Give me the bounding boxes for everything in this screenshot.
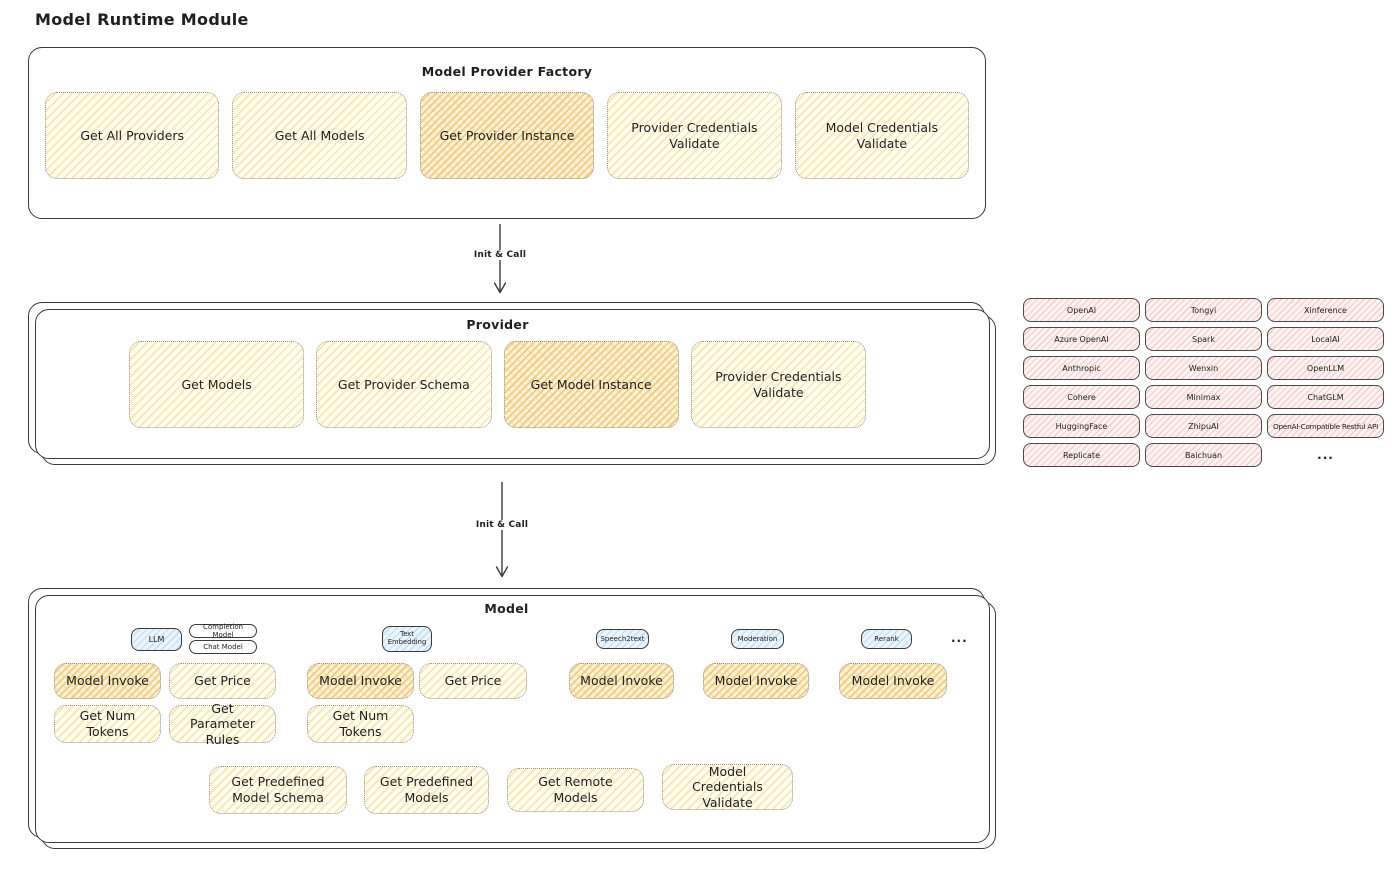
model-box-get-num-tokens-text-embedding: Get Num Tokens <box>307 705 414 743</box>
model-box-get-num-tokens-llm: Get Num Tokens <box>54 705 161 743</box>
model-tag-moderation: Moderation <box>731 629 784 649</box>
arrow-label-init-call: Init & Call <box>471 520 533 530</box>
provider-chip-openai: OpenAI <box>1023 298 1140 322</box>
provider-chip-azure-openai: Azure OpenAI <box>1023 327 1140 351</box>
model-box-model-invoke-text-embedding: Model Invoke <box>307 663 414 699</box>
provider-chip-minimax: Minimax <box>1145 385 1262 409</box>
factory-title: Model Provider Factory <box>421 64 593 79</box>
provider-chip-baichuan: Baichuan <box>1145 443 1262 467</box>
model-box-model-credentials-validate: Model Credentials Validate <box>662 764 793 810</box>
provider-chip-openllm: OpenLLM <box>1267 356 1384 380</box>
model-panel: Model LLM Completion Model Chat Model Te… <box>28 588 996 849</box>
model-tag-speech2text: Speech2text <box>596 629 649 649</box>
factory-panel: Model Provider Factory Get All Providers… <box>28 47 986 219</box>
arrow-provider-to-model: Init & Call <box>471 482 533 578</box>
provider-item-get-model-instance: Get Model Instance <box>503 341 679 428</box>
provider-item-provider-credentials-validate: Provider Credentials Validate <box>690 341 866 428</box>
diagram-title: Model Runtime Module <box>35 10 249 29</box>
model-box-model-invoke-llm: Model Invoke <box>54 663 161 699</box>
model-tags-more: ... <box>951 631 968 645</box>
model-box-get-price-llm: Get Price <box>169 663 276 699</box>
arrow-factory-to-provider: Init & Call <box>469 224 531 294</box>
factory-item-get-provider-instance: Get Provider Instance <box>419 92 595 179</box>
provider-chip-xinference: Xinference <box>1267 298 1384 322</box>
provider-title: Provider <box>466 317 529 332</box>
model-tag-completion-model: Completion Model <box>189 623 257 639</box>
model-box-get-remote-models: Get Remote Models <box>507 768 644 812</box>
provider-item-get-provider-schema: Get Provider Schema <box>316 341 492 428</box>
factory-item-provider-credentials-validate: Provider Credentials Validate <box>607 92 782 179</box>
factory-item-model-credentials-validate: Model Credentials Validate <box>794 92 970 179</box>
model-title: Model <box>484 601 529 616</box>
provider-chip-spark: Spark <box>1145 327 1262 351</box>
model-box-get-predefined-model-schema: Get Predefined Model Schema <box>209 766 347 814</box>
provider-chip-openai-compatible: OpenAI-Compatible Restful API <box>1267 414 1384 438</box>
provider-item-get-models: Get Models <box>129 341 305 428</box>
arrow-label-init-call: Init & Call <box>469 250 531 260</box>
provider-list: OpenAI Tongyi Xinference Azure OpenAI Sp… <box>1023 298 1384 467</box>
model-tag-text-embedding: Text Embedding <box>382 626 432 652</box>
provider-chip-anthropic: Anthropic <box>1023 356 1140 380</box>
provider-list-more: ... <box>1317 448 1334 462</box>
model-tag-llm: LLM <box>131 628 182 651</box>
provider-chip-huggingface: HuggingFace <box>1023 414 1140 438</box>
provider-panel: Provider Get Models Get Provider Schema … <box>28 302 996 465</box>
model-tag-chat-model: Chat Model <box>189 640 257 654</box>
model-box-model-invoke-rerank: Model Invoke <box>839 663 947 699</box>
provider-chip-zhipuai: ZhipuAI <box>1145 414 1262 438</box>
model-tag-rerank: Rerank <box>861 629 912 649</box>
arrow-line-icon <box>495 482 509 578</box>
model-box-get-parameter-rules: Get Parameter Rules <box>169 701 276 747</box>
provider-chip-wenxin: Wenxin <box>1145 356 1262 380</box>
model-box-model-invoke-speech2text: Model Invoke <box>569 663 674 699</box>
provider-chip-tongyi: Tongyi <box>1145 298 1262 322</box>
model-box-get-price-text-embedding: Get Price <box>419 663 527 699</box>
model-box-get-predefined-models: Get Predefined Models <box>364 766 489 814</box>
provider-chip-replicate: Replicate <box>1023 443 1140 467</box>
factory-item-get-all-models: Get All Models <box>232 92 407 179</box>
provider-chip-localai: LocalAI <box>1267 327 1384 351</box>
model-box-model-invoke-moderation: Model Invoke <box>703 663 809 699</box>
provider-chip-cohere: Cohere <box>1023 385 1140 409</box>
factory-item-get-all-providers: Get All Providers <box>45 92 220 179</box>
provider-chip-chatglm: ChatGLM <box>1267 385 1384 409</box>
